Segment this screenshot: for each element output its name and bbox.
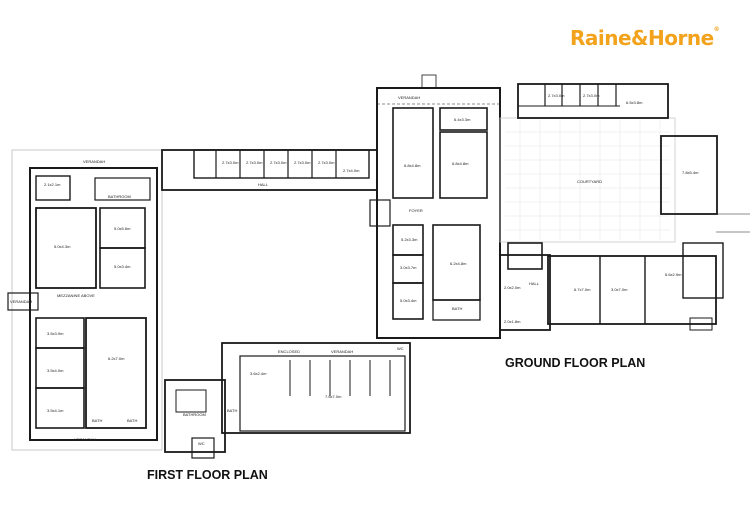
label-room-2-7-link-d: 2.7x3.0m [294,160,311,165]
first-floor-plan [7,149,411,459]
brand-logo: Raine&Horne® [570,26,720,50]
label-room-5-0-first: 5.0x4.3m [54,244,71,249]
label-room-2-1: 2.1x2.1m [44,182,61,187]
ground-floor-plan [369,74,750,339]
label-verandah-south: VERANDAH [74,437,96,442]
label-room-5-0-firstc: 5.0x3.4m [114,264,131,269]
label-room-6-2: 6.2x4.8m [450,261,467,266]
label-room-3-0b: 3.0x7.0m [611,287,628,292]
label-mezzanine: MEZZANINE ABOVE [57,293,95,298]
label-wc-enclosed: WC [397,346,404,351]
label-room-6-7: 6.7x7.0m [574,287,591,292]
label-room-3-5a: 3.5x3.9m [47,331,64,336]
label-room-6-6: 6.6x2.9m [665,272,682,277]
label-bathroom-first: BATHROOM [108,194,131,199]
label-verandah-first: VERANDAH [83,159,105,164]
label-bath-first-b: BATH [127,418,137,423]
label-room-2-7-link-b: 2.7x3.0m [246,160,263,165]
label-wc-south: WC [198,441,205,446]
label-room-6-8: 6.8x4.8m [404,163,421,168]
label-room-6-8b: 6.8x4.8m [452,161,469,166]
label-room-5-0-firstb: 5.0x5.6m [114,226,131,231]
label-room-2-7-b: 2.7x3.0m [583,93,600,98]
label-room-6-2-first: 6.2x7.0m [108,356,125,361]
label-room-2-7-link-c: 2.7x3.0m [270,160,287,165]
label-hall-ground: HALL [529,281,540,286]
label-verandah-west: VERANDAH [10,299,32,304]
label-room-6-5: 6.5x3.8m [626,100,643,105]
label-room-2-7-a: 2.7x3.0m [548,93,565,98]
label-bath-first-a: BATH [92,418,102,423]
label-room-2-7-link: 2.7x3.0m [222,160,239,165]
label-bathroom-south: BATHROOM [183,412,206,417]
label-room-7-6: 7.6x7.0m [325,394,342,399]
label-room-2-7-link-f: 2.7x4.0m [343,168,360,173]
ground-floor-title: GROUND FLOOR PLAN [505,356,646,370]
label-courtyard: COURTYARD [577,179,602,184]
label-hall-first: HALL [258,182,269,187]
label-room-3-5b: 3.5x4.0m [47,368,64,373]
label-room-3-6: 3.6x2.4m [250,371,267,376]
label-room-3-0: 3.0x3.7m [400,265,417,270]
label-verandah-ground: VERANDAH [398,95,420,100]
label-verandah-enclosed: VERANDAH [331,349,353,354]
label-room-2-7-link-e: 2.7x3.0m [318,160,335,165]
label-room-3-5c: 3.5x4.1m [47,408,64,413]
label-room-5-2: 5.2x3.3m [401,237,418,242]
label-bath-ground: BATH [452,306,462,311]
label-bath-south: BATH [227,408,237,413]
brand-name: Raine&Horne [570,26,714,50]
label-room-7-8: 7.8x5.4m [682,170,699,175]
label-foyer: FOYER [409,208,423,213]
label-enclosed: ENCLOSED [278,349,300,354]
label-room-6-4: 6.4x3.3m [454,117,471,122]
label-room-2-0: 2.0x2.0m [504,285,521,290]
first-floor-title: FIRST FLOOR PLAN [147,468,268,482]
label-room-2-0b: 2.0x1.8m [504,319,521,324]
label-room-5-0: 5.0x3.4m [400,298,417,303]
room-labels: VERANDAH 6.4x3.3m 6.8x4.8m 6.8x4.8m FOYE… [10,93,699,446]
